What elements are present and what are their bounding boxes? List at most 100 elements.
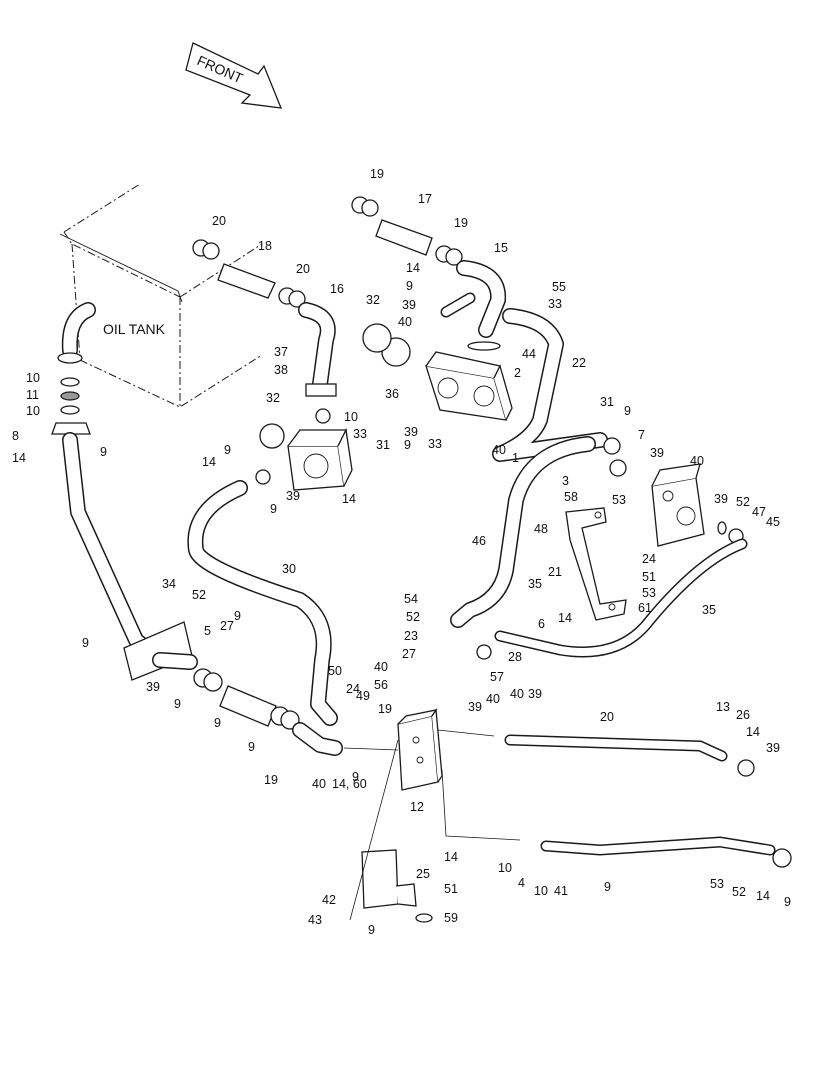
callout-label: 10 bbox=[26, 371, 40, 385]
suction-pipe bbox=[51, 302, 198, 681]
callout-label: 44 bbox=[522, 347, 536, 361]
callout-label: 9 bbox=[82, 636, 89, 650]
callout-label: 19 bbox=[370, 167, 384, 181]
callout-label: 52 bbox=[192, 588, 206, 602]
callout-label: 15 bbox=[494, 241, 508, 255]
suction-hose-assembly bbox=[193, 668, 343, 756]
callout-label: 25 bbox=[416, 867, 430, 881]
callout-label: 39 bbox=[468, 700, 482, 714]
callout-label: 14 bbox=[202, 455, 216, 469]
callout-label: 14, 60 bbox=[332, 777, 367, 791]
callout-label: 10 bbox=[344, 410, 358, 424]
callout-label: 53 bbox=[710, 877, 724, 891]
callout-label: 27 bbox=[220, 619, 234, 633]
callout-label: 48 bbox=[534, 522, 548, 536]
callout-label: 9 bbox=[174, 697, 181, 711]
callout-label: 52 bbox=[406, 610, 420, 624]
callout-label: 40 bbox=[510, 687, 524, 701]
callout-label: 38 bbox=[274, 363, 288, 377]
callout-label: 52 bbox=[736, 495, 750, 509]
callout-label: 27 bbox=[402, 647, 416, 661]
callout-label: 39 bbox=[404, 425, 418, 439]
callout-label: 55 bbox=[552, 280, 566, 294]
block-bracket bbox=[361, 849, 433, 923]
callout-label: 33 bbox=[353, 427, 367, 441]
callout-label: 39 bbox=[286, 489, 300, 503]
callout-label: 37 bbox=[274, 345, 288, 359]
callout-label: 32 bbox=[366, 293, 380, 307]
callout-label: 57 bbox=[490, 670, 504, 684]
callout-label: 9 bbox=[234, 609, 241, 623]
callout-label: 19 bbox=[378, 702, 392, 716]
callout-label: 47 bbox=[752, 505, 766, 519]
pump-inlet-hose-right bbox=[351, 196, 507, 351]
callout-label: 1 bbox=[512, 451, 519, 465]
valve-bracket bbox=[565, 507, 627, 621]
callout-label: 36 bbox=[385, 387, 399, 401]
callout-label: 43 bbox=[308, 913, 322, 927]
callout-label: 14 bbox=[444, 850, 458, 864]
callout-label: 2 bbox=[514, 366, 521, 380]
callout-label: 34 bbox=[162, 577, 176, 591]
callout-label: 39 bbox=[402, 298, 416, 312]
callout-label: 9 bbox=[352, 770, 359, 784]
callout-label: 3 bbox=[562, 474, 569, 488]
callout-label: 16 bbox=[330, 282, 344, 296]
hose-23 bbox=[476, 538, 748, 660]
callout-label: 50 bbox=[328, 664, 342, 678]
callout-label: 41 bbox=[554, 884, 568, 898]
oil-tank: OIL TANK bbox=[59, 183, 263, 408]
callout-label: 9 bbox=[248, 740, 255, 754]
hose-26 bbox=[504, 734, 755, 777]
callout-label: 35 bbox=[702, 603, 716, 617]
callout-label: 56 bbox=[374, 678, 388, 692]
callout-label: 13 bbox=[716, 700, 730, 714]
callout-label: 9 bbox=[214, 716, 221, 730]
hose-21 bbox=[187, 469, 338, 726]
oil-tank-label: OIL TANK bbox=[103, 321, 166, 337]
callout-label: 9 bbox=[604, 880, 611, 894]
callout-label: 58 bbox=[564, 490, 578, 504]
callout-label: 6 bbox=[538, 617, 545, 631]
callout-label: 17 bbox=[418, 192, 432, 206]
pump-inlet-hose-left bbox=[192, 239, 337, 397]
callout-label: 14 bbox=[342, 492, 356, 506]
callout-label: 11 bbox=[26, 388, 39, 402]
callout-label: 18 bbox=[258, 239, 272, 253]
valve-block bbox=[397, 708, 443, 791]
control-valve bbox=[603, 437, 744, 547]
callout-label: 4 bbox=[518, 876, 525, 890]
callout-label: 12 bbox=[410, 800, 424, 814]
callout-label: 14 bbox=[406, 261, 420, 275]
callout-label: 10 bbox=[26, 404, 40, 418]
callout-label: 7 bbox=[638, 428, 645, 442]
callout-label: 20 bbox=[600, 710, 614, 724]
callout-label: 52 bbox=[0, 0, 14, 3]
callout-label: 14 bbox=[558, 611, 572, 625]
callout-label: 9 bbox=[270, 502, 277, 516]
callout-label: 33 bbox=[428, 437, 442, 451]
callout-label: 28 bbox=[508, 650, 522, 664]
callout-label: 20 bbox=[296, 262, 310, 276]
callout-label: 39 bbox=[528, 687, 542, 701]
callout-label: 8 bbox=[12, 429, 19, 443]
callout-label: 31 bbox=[376, 438, 390, 452]
callout-label: 53 bbox=[612, 493, 626, 507]
callout-label: 53 bbox=[642, 586, 656, 600]
callout-label: 31 bbox=[600, 395, 614, 409]
callout-label: 40 bbox=[486, 692, 500, 706]
callout-label: 24 bbox=[346, 682, 360, 696]
callout-label: 32 bbox=[266, 391, 280, 405]
callout-label: 10 bbox=[534, 884, 548, 898]
callout-label: 19 bbox=[454, 216, 468, 230]
callout-label: 22 bbox=[572, 356, 586, 370]
callout-label: 54 bbox=[404, 592, 418, 606]
callout-label: 40 bbox=[492, 443, 506, 457]
callout-label: 19 bbox=[264, 773, 278, 787]
auxiliary-pump bbox=[259, 408, 353, 491]
callout-label: 49 bbox=[356, 689, 370, 703]
callout-label: 45 bbox=[766, 515, 780, 529]
callout-label: 9 bbox=[406, 279, 413, 293]
